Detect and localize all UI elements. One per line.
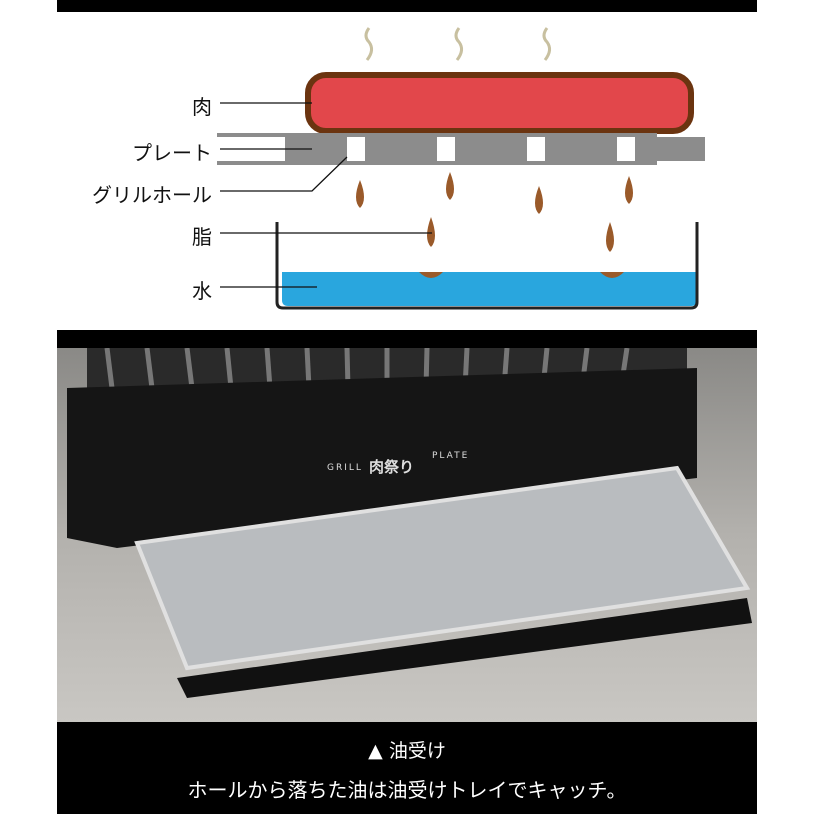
brand-plate: PLATE xyxy=(432,451,470,461)
diagram-graphic xyxy=(217,27,705,310)
caption: ▲ 油受け ホールから落ちた油は油受けトレイでキャッチ。 xyxy=(57,722,757,814)
label-water: 水 xyxy=(192,279,212,303)
meat-shape xyxy=(305,72,694,134)
product-panel: 肉 プレート グリルホール 脂 水 GRILL 肉祭り PLATE ▲ 油受け … xyxy=(57,0,757,814)
water-shape xyxy=(282,272,697,306)
label-plate: プレート xyxy=(132,141,212,165)
label-grill-hole: グリルホール xyxy=(92,183,212,207)
brand-logo: 肉祭り xyxy=(369,458,415,476)
fat-drops xyxy=(356,172,633,252)
leader-lines xyxy=(220,102,432,288)
label-fat: 脂 xyxy=(192,225,212,249)
tray-shape xyxy=(275,222,699,310)
grill-diagram: 肉 プレート グリルホール 脂 水 xyxy=(57,12,757,330)
label-meat: 肉 xyxy=(192,95,212,119)
product-photo: GRILL 肉祭り PLATE xyxy=(57,348,757,722)
brand-grill: GRILL xyxy=(327,463,363,473)
caption-text: ホールから落ちた油は油受けトレイでキャッチ。 xyxy=(187,778,627,802)
grill-photo-graphic xyxy=(67,348,752,698)
grill-holes xyxy=(347,137,635,161)
steam-icon xyxy=(364,27,552,61)
caption-title: ▲ 油受け xyxy=(368,740,446,762)
